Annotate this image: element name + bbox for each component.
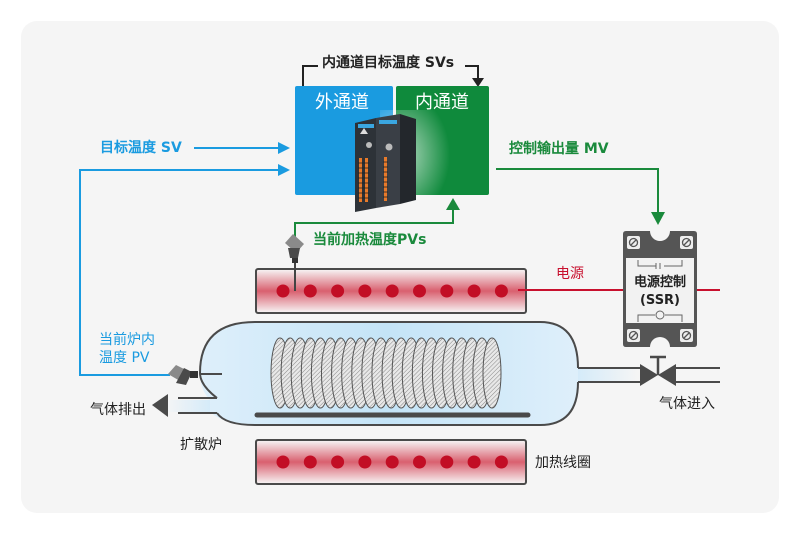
furnace-label: 扩散炉 <box>180 437 222 453</box>
heater-element-dot <box>413 455 426 469</box>
outer-channel-label: 外通道 <box>315 92 369 113</box>
heater-element-dot <box>331 455 345 469</box>
coil-turn <box>482 337 502 409</box>
control-output-arrow <box>496 168 665 225</box>
heater-element-dot <box>440 284 454 298</box>
heater-element-dot <box>385 455 399 469</box>
heater-temperature-sensor <box>285 234 304 291</box>
inner-channel-label: 内通道 <box>415 92 469 113</box>
ssr-module <box>623 231 697 347</box>
furnace-pv-label-line1: 当前炉内 <box>99 332 155 348</box>
power-label: 电源 <box>556 266 584 282</box>
ssr-label-line2: (SSR) <box>639 293 681 308</box>
heater-element-dot <box>385 284 399 298</box>
inner-target-label: 内通道目标温度 SVs <box>322 55 455 71</box>
heater-element-dot <box>467 284 481 298</box>
inner-target-arrow <box>302 65 484 87</box>
target-sv-label: 目标温度 SV <box>100 140 182 156</box>
heating-pv-label: 当前加热温度PVs <box>313 232 427 248</box>
gas-exhaust-arrow <box>152 394 168 417</box>
heater-element-dot <box>358 455 372 469</box>
bottom-heater <box>255 439 527 485</box>
heater-element-dot <box>494 455 508 469</box>
controller-device <box>355 114 416 212</box>
heating-coil-label: 加热线圈 <box>535 455 591 471</box>
heater-element-dot <box>494 284 508 298</box>
heater-element-dot <box>467 455 481 469</box>
heating-pv-feedback-line <box>294 198 460 238</box>
top-heater <box>255 268 527 314</box>
control-output-label: 控制输出量 MV <box>509 141 609 157</box>
heater-element-dot <box>413 284 426 298</box>
heating-coil-turns <box>270 337 502 409</box>
heater-element-dot <box>276 455 290 469</box>
diffusion-furnace <box>165 321 645 426</box>
target-sv-arrow <box>194 142 290 154</box>
heater-element-dot <box>358 284 372 298</box>
furnace-pv-feedback-line <box>79 164 290 376</box>
gas-in-label: 气体进入 <box>659 396 715 412</box>
ssr-label-line1: 电源控制 <box>633 275 686 290</box>
heater-element-dot <box>440 455 454 469</box>
heater-element-dot <box>276 284 290 298</box>
gas-out-label: 气体排出 <box>90 402 146 418</box>
heater-element-dot <box>303 284 317 298</box>
heater-element-dot <box>303 455 317 469</box>
furnace-pv-label-line2: 温度 PV <box>99 350 150 366</box>
furnace-temperature-sensor <box>168 365 198 385</box>
gas-inlet-valve <box>640 355 720 386</box>
heater-element-dot <box>331 284 345 298</box>
